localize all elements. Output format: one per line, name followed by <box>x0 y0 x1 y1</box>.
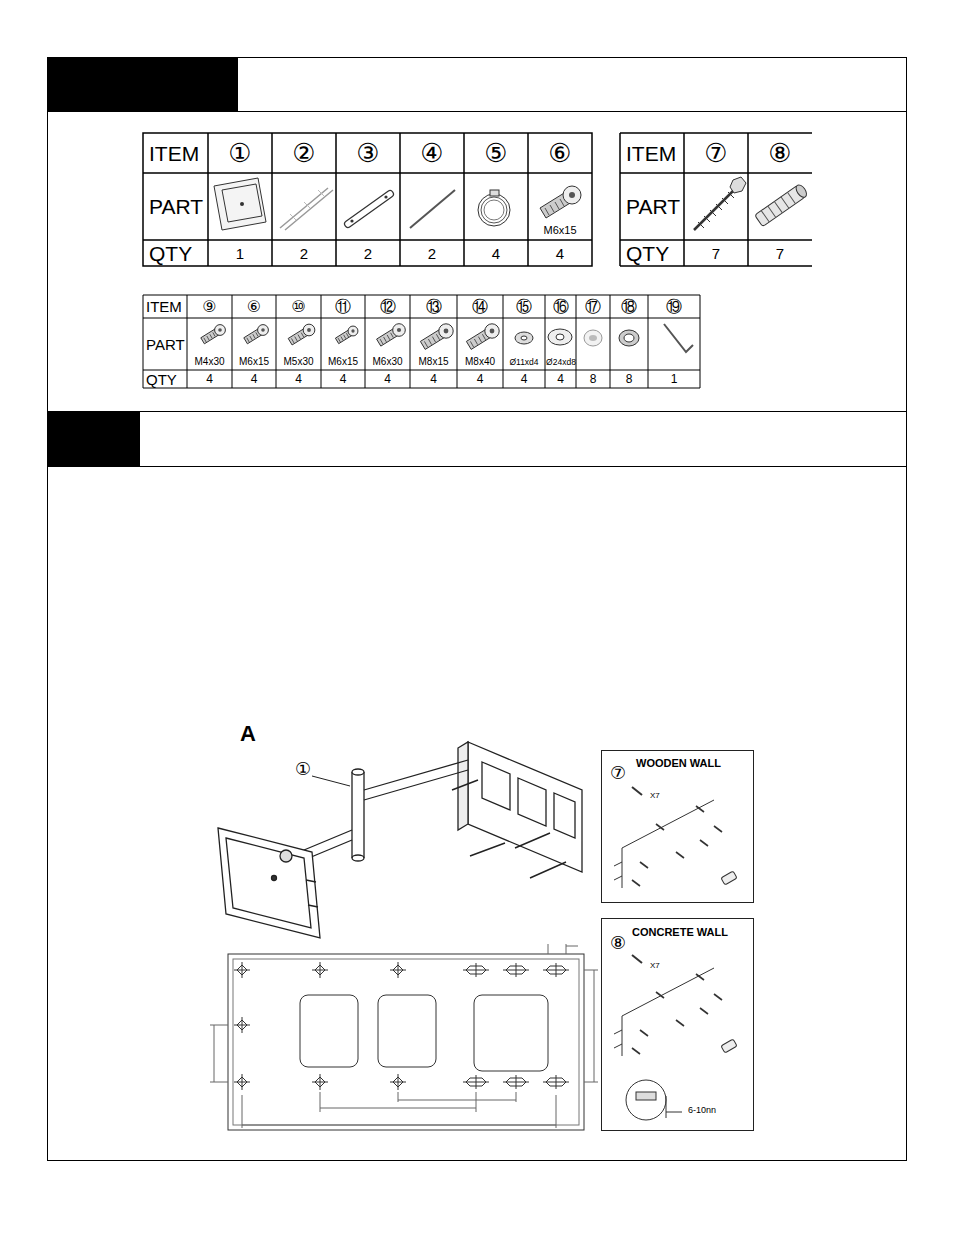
quantity: 2 <box>272 240 336 266</box>
callout-number: ⑧ <box>748 133 812 173</box>
quantity: 2 <box>336 240 400 266</box>
callout-number: ⑮ <box>503 295 545 318</box>
size-label: M6x15 <box>528 222 592 238</box>
table-header: QTY <box>620 240 684 266</box>
callout-number: ⑬ <box>410 295 457 318</box>
callout-number: ⑦ <box>610 761 636 785</box>
quantity: 1 <box>208 240 272 266</box>
quantity: 4 <box>457 370 503 388</box>
callout-number: ⑤ <box>464 133 528 173</box>
size-label: M6x15 <box>232 355 276 369</box>
panel-title: WOODEN WALL <box>636 755 750 771</box>
callout-number: ⑩ <box>276 295 321 318</box>
callout-number: ⑲ <box>648 295 700 318</box>
callout-number: ④ <box>400 133 464 173</box>
size-label: Ø24xd8 <box>543 355 579 369</box>
quantity-note: X7 <box>650 789 676 802</box>
table-header: PART <box>620 173 684 240</box>
wall-panel-drawing <box>614 787 737 1120</box>
dimension-label: 6-10nn <box>688 1103 746 1117</box>
quantity: 4 <box>187 370 232 388</box>
size-label: M5x30 <box>276 355 321 369</box>
quantity: 4 <box>365 370 410 388</box>
quantity: 2 <box>400 240 464 266</box>
page-frame <box>47 58 907 1161</box>
callout-number: ⑨ <box>187 295 232 318</box>
quantity: 4 <box>276 370 321 388</box>
quantity: 4 <box>410 370 457 388</box>
table-header: ITEM <box>143 295 187 318</box>
callout-number: ③ <box>336 133 400 173</box>
table-header: ITEM <box>620 133 684 173</box>
size-label: M8x15 <box>410 355 457 369</box>
quantity: 8 <box>610 370 648 388</box>
callout-number: ② <box>272 133 336 173</box>
figure-letter: A <box>234 720 262 748</box>
callout-number: ⑫ <box>365 295 410 318</box>
callout-number: ① <box>291 758 315 780</box>
quantity: 7 <box>684 240 748 266</box>
callout-number: ⑥ <box>528 133 592 173</box>
size-label: M6x30 <box>365 355 410 369</box>
quantity: 4 <box>464 240 528 266</box>
quantity-note: X7 <box>650 959 676 972</box>
callout-number: ⑰ <box>576 295 610 318</box>
quantity: 4 <box>545 370 576 388</box>
wall-type-panel: ⑦WOODEN WALL X7 <box>601 750 754 903</box>
wall-type-panel: ⑧CONCRETE WALLX76-10nn <box>601 918 754 1131</box>
quantity: 4 <box>503 370 545 388</box>
quantity: 7 <box>748 240 812 266</box>
part-icons <box>201 177 809 352</box>
table-header: PART <box>143 173 208 240</box>
quantity: 4 <box>528 240 592 266</box>
quantity: 4 <box>232 370 276 388</box>
size-label: M4x30 <box>187 355 232 369</box>
callout-number: ⑯ <box>545 295 576 318</box>
quantity: 1 <box>648 370 700 388</box>
callout-number: ⑱ <box>610 295 648 318</box>
quantity: 8 <box>576 370 610 388</box>
table-header: ITEM <box>143 133 208 173</box>
size-label: M8x40 <box>457 355 503 369</box>
table-header: QTY <box>143 240 208 266</box>
mount-drawing <box>218 742 582 938</box>
callout-number: ⑦ <box>684 133 748 173</box>
size-label: Ø11xd4 <box>503 355 545 369</box>
quantity: 4 <box>321 370 365 388</box>
plate-drawing <box>210 944 598 1130</box>
callout-number: ⑥ <box>232 295 276 318</box>
table-grid <box>143 133 812 388</box>
callout-number: ① <box>208 133 272 173</box>
callout-number: ⑭ <box>457 295 503 318</box>
panel-title: CONCRETE WALL <box>632 924 750 940</box>
size-label: M6x15 <box>321 355 365 369</box>
callout-number: ⑪ <box>321 295 365 318</box>
table-header: QTY <box>143 370 187 388</box>
table-header: PART <box>143 318 187 370</box>
